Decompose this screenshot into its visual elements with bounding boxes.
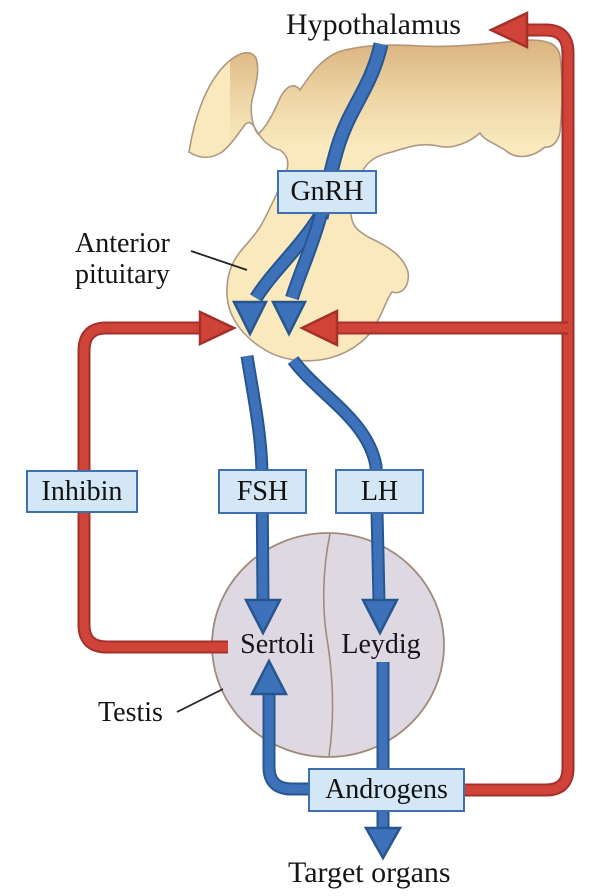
gnrh-label: GnRH xyxy=(290,176,364,207)
gnrh-arrowhead-left xyxy=(231,300,269,337)
fsh-label: FSH xyxy=(236,475,289,507)
leydig-label: Leydig xyxy=(341,629,421,660)
testis-label: Testis xyxy=(98,697,163,728)
feedback-arrowhead-pituitary-left xyxy=(198,310,237,346)
lh-box: LH xyxy=(335,469,424,514)
anterior-pituitary-pointer-line xyxy=(190,250,248,271)
testis-pointer-line xyxy=(176,688,224,713)
hypothalamus-label: Hypothalamus xyxy=(286,8,461,41)
anterior-pituitary-label-line1: Anterior xyxy=(75,228,170,259)
fsh-pathway xyxy=(240,354,283,636)
feedback-arrowhead-pituitary-right xyxy=(299,309,339,347)
fsh-box: FSH xyxy=(218,469,307,514)
lh-arrowhead-leydig xyxy=(360,598,400,636)
androgens-label: Androgens xyxy=(325,774,448,805)
lh-label: LH xyxy=(360,475,399,507)
fsh-arrowhead-sertoli xyxy=(243,598,283,636)
androgens-box: Androgens xyxy=(308,768,465,812)
androgen-pathway xyxy=(249,658,403,861)
lh-pathway xyxy=(287,356,400,636)
inhibin-box: Inhibin xyxy=(26,470,138,513)
androgen-feedback-loop xyxy=(299,11,575,797)
target-organs-label: Target organs xyxy=(288,856,451,889)
testis-seam xyxy=(322,533,334,757)
inhibin-label: Inhibin xyxy=(41,475,123,507)
gnrh-box: GnRH xyxy=(277,170,377,214)
sertoli-label: Sertoli xyxy=(240,629,315,660)
gnrh-arrowhead-right xyxy=(270,300,308,337)
hypothalamus-top-shading xyxy=(230,40,562,146)
androgen-arrowhead-sertoli xyxy=(249,658,289,696)
anterior-pituitary-label-line2: pituitary xyxy=(75,259,170,291)
feedback-arrowhead-hypothalamus xyxy=(488,11,529,49)
androgen-arrowhead-target-organs xyxy=(363,826,403,861)
anterior-pituitary-label: Anterior pituitary xyxy=(75,228,170,291)
